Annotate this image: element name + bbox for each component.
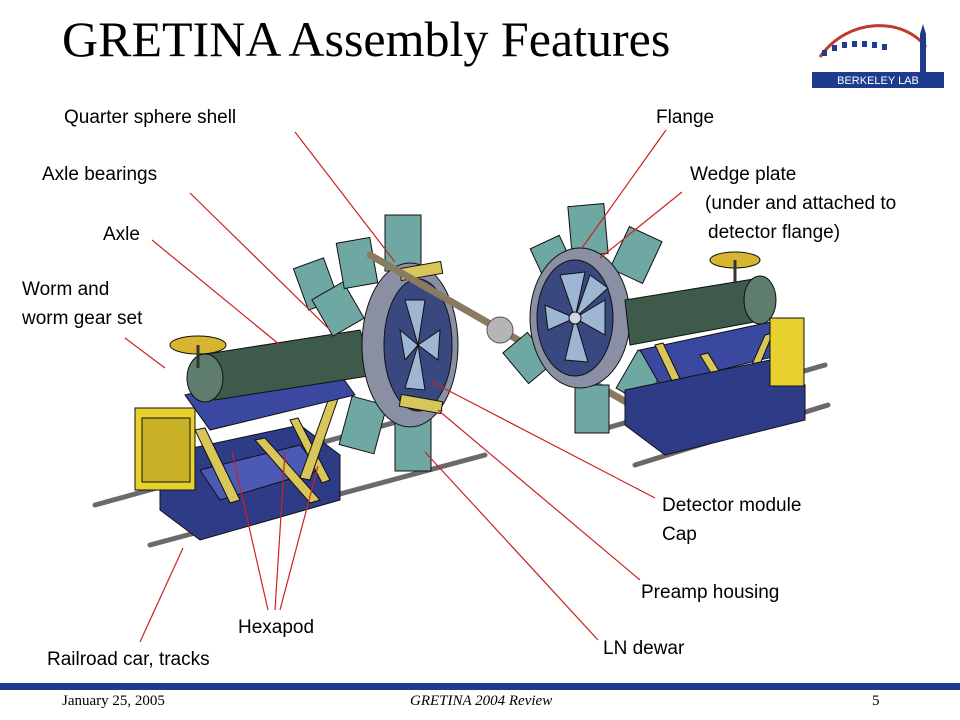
right-upper-platform (624, 251, 801, 386)
left-hexapod (194, 392, 341, 504)
left-upper-platform (169, 329, 376, 431)
leader-lines (124, 129, 683, 643)
label-flange: Flange (656, 107, 715, 128)
label-worm-gear-line1: Worm and (22, 279, 110, 300)
right-quarter-sphere (502, 202, 667, 434)
label-wedge-plate-line2: (under and attached to (705, 193, 897, 214)
label-cap: Cap (662, 524, 697, 545)
slide-title: GRETINA Assembly Features (62, 11, 671, 67)
label-ln-dewar: LN dewar (603, 638, 685, 659)
left-quarter-sphere (292, 214, 459, 472)
label-detector-module: Detector module (662, 495, 802, 516)
berkeley-lab-logo: BERKELEY LAB (812, 24, 944, 88)
label-preamp-housing: Preamp housing (641, 582, 780, 603)
label-axle-bearings: Axle bearings (42, 164, 158, 185)
label-wedge-plate-line1: Wedge plate (690, 164, 797, 185)
label-axle: Axle (103, 224, 140, 245)
left-railroad-car (134, 407, 341, 541)
label-hexapod: Hexapod (238, 617, 315, 638)
footer-bar (0, 683, 960, 690)
footer-center: GRETINA 2004 Review (410, 693, 553, 709)
footer-date: January 25, 2005 (62, 693, 165, 709)
logo-text: BERKELEY LAB (837, 75, 919, 87)
label-wedge-plate-line3: detector flange) (708, 222, 841, 243)
label-railroad: Railroad car, tracks (47, 649, 210, 670)
page-number: 5 (872, 693, 880, 709)
right-railroad-car (624, 317, 806, 456)
label-worm-gear-line2: worm gear set (22, 308, 143, 329)
label-quarter-sphere-shell: Quarter sphere shell (64, 107, 237, 128)
